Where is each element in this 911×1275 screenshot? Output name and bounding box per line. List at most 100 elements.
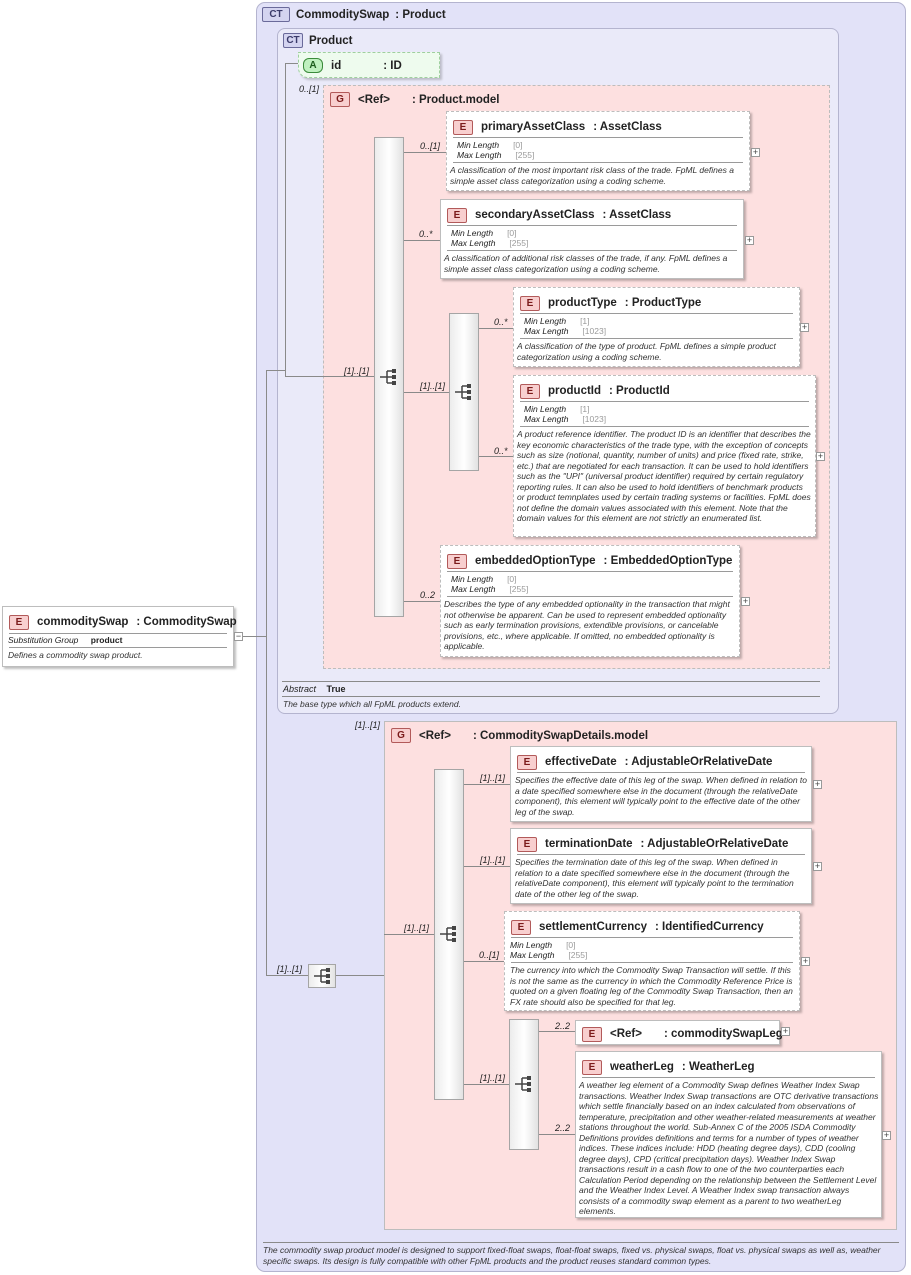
separator	[447, 225, 737, 226]
separator	[453, 162, 743, 163]
expand-icon[interactable]: +	[751, 147, 760, 157]
min-length-facet: Min Length[0]	[510, 940, 576, 950]
element-type: : ProductType	[624, 297, 702, 309]
element-description: A classification of the type of product.…	[517, 341, 776, 362]
element-name: weatherLeg	[610, 1061, 674, 1073]
abstract-label: Abstract	[283, 684, 317, 694]
substitution-group-facet: Substitution Group product	[8, 635, 123, 645]
element-icon: E	[520, 295, 540, 311]
connector	[266, 370, 267, 975]
min-length-facet: Min Length[0]	[451, 574, 517, 584]
id-attribute[interactable]: A id : ID	[298, 52, 440, 78]
element-name: settlementCurrency	[539, 921, 648, 933]
separator	[9, 633, 227, 634]
max-length-facet: Max Length[255]	[451, 584, 529, 594]
connector	[404, 601, 440, 602]
element-icon: E	[520, 383, 540, 399]
element-name: terminationDate	[545, 838, 633, 850]
cardinality: 0..*	[419, 229, 433, 239]
attribute-name: id	[331, 59, 342, 72]
element-icon: E	[447, 207, 467, 223]
element-description: A product reference identifier. The prod…	[517, 429, 811, 523]
complex-type-description: The commodity swap product model is desi…	[263, 1245, 881, 1266]
extension-icon: CT	[262, 7, 290, 22]
connector	[384, 934, 434, 935]
complex-type-title: CommoditySwap	[296, 8, 390, 21]
expand-icon[interactable]: +	[745, 235, 754, 245]
group-ref: <Ref>	[358, 93, 390, 106]
element-icon: E	[9, 614, 29, 630]
cardinality: 0..[1]	[299, 84, 320, 94]
separator	[520, 401, 809, 402]
group-icon: G	[330, 92, 350, 107]
min-length-facet: Min Length[0]	[451, 228, 517, 238]
expand-icon[interactable]: +	[800, 322, 809, 332]
expand-icon[interactable]: +	[741, 596, 750, 606]
expand-icon[interactable]: +	[801, 956, 810, 966]
expand-icon[interactable]: +	[816, 451, 825, 461]
expand-icon[interactable]: +	[781, 1026, 790, 1036]
connector	[285, 63, 298, 64]
product-title: Product	[309, 34, 353, 47]
element-icon: E	[453, 119, 473, 135]
element-icon: E	[582, 1059, 602, 1075]
separator	[511, 962, 793, 963]
group-ref: <Ref>	[419, 729, 451, 742]
separator	[520, 338, 793, 339]
min-length-facet: Min Length[0]	[457, 140, 523, 150]
cardinality: [1]..[1]	[355, 720, 381, 730]
separator	[453, 137, 743, 138]
element-type: : AdjustableOrRelativeDate	[624, 756, 773, 768]
element-description: Describes the type of any embedded optio…	[444, 599, 730, 651]
connector	[479, 456, 513, 457]
cardinality: 2..2	[555, 1021, 571, 1031]
element-type: : IdentifiedCurrency	[655, 921, 764, 933]
complex-type-base: : Product	[395, 8, 446, 21]
connector	[464, 784, 510, 785]
cardinality: 2..2	[555, 1123, 571, 1133]
sequence-icon	[380, 369, 396, 385]
connector	[464, 961, 504, 962]
connector	[539, 1134, 575, 1135]
element-name: : commoditySwapLeg	[663, 1028, 783, 1040]
max-length-facet: Max Length[255]	[451, 238, 529, 248]
max-length-facet: Max Length[255]	[510, 950, 588, 960]
element-name: productType	[548, 297, 617, 309]
element-icon: E	[517, 754, 537, 770]
connector	[404, 240, 440, 241]
sequence-icon	[455, 384, 471, 400]
sequence-icon	[314, 968, 330, 984]
element-type: : AssetClass	[593, 121, 662, 133]
element-type: : AdjustableOrRelativeDate	[640, 838, 789, 850]
attribute-type: : ID	[383, 59, 402, 72]
separator	[517, 854, 805, 855]
element-name: embeddedOptionType	[475, 555, 596, 567]
collapse-icon[interactable]: −	[234, 631, 243, 641]
separator	[263, 1242, 899, 1243]
element-description: The currency into which the Commodity Sw…	[510, 965, 793, 1007]
element-description: Specifies the termination date of this l…	[515, 857, 794, 899]
commodity-swap-leg-ref-element[interactable]: E<Ref>: commoditySwapLeg	[575, 1020, 783, 1045]
expand-icon[interactable]: +	[813, 779, 822, 789]
separator	[520, 426, 809, 427]
max-length-facet: Max Length[1023]	[524, 414, 607, 424]
element-name: productId	[548, 385, 602, 397]
expand-icon[interactable]: +	[882, 1130, 891, 1140]
cardinality: [1]..[1]	[480, 855, 506, 865]
element-type: : EmbeddedOptionType	[603, 555, 733, 567]
separator	[9, 647, 227, 648]
element-description: A weather leg element of a Commodity Swa…	[579, 1080, 879, 1216]
cardinality: 0..[1]	[420, 141, 441, 151]
element-name: effectiveDate	[545, 756, 617, 768]
expand-icon[interactable]: +	[813, 861, 822, 871]
